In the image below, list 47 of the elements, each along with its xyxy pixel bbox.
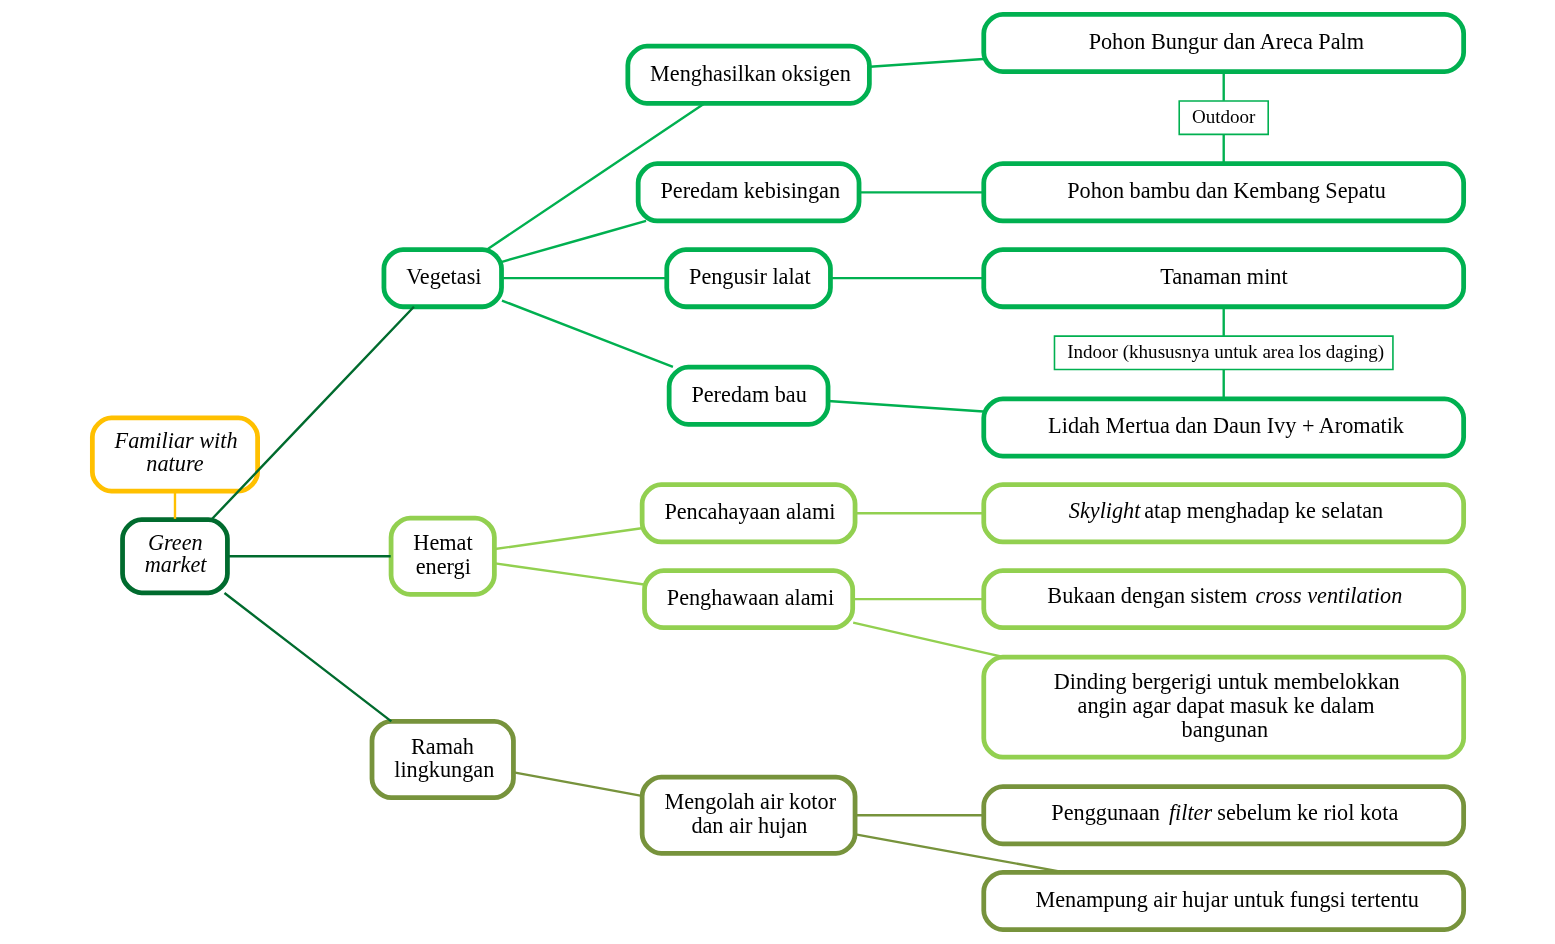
connector	[501, 299, 673, 369]
connector	[1222, 71, 1225, 101]
node-box: Menghasilkan oksigen	[624, 43, 872, 106]
node-box: Pengusir lalat	[663, 247, 833, 310]
node-box: Lidah Mertua dan Daun Ivy + Aromatik	[980, 396, 1466, 459]
node-box: Indoor (khususnya untuk area los daging)	[1053, 335, 1394, 371]
connector	[827, 399, 984, 413]
connector	[855, 512, 983, 515]
connector	[513, 771, 642, 798]
node-box: Peredam kebisingan	[635, 161, 861, 224]
connector	[227, 555, 391, 558]
node-box: Penghawaan alami	[641, 568, 855, 631]
node-box: Ramah lingkungan	[369, 719, 516, 801]
node-box: Tanaman mint	[980, 247, 1466, 310]
node-box: Hemat energi	[388, 515, 497, 597]
node-box: Outdoor	[1177, 100, 1269, 136]
connector	[485, 102, 705, 251]
node-box: Menampung air hujar untuk fungsi tertentu	[980, 870, 1466, 932]
connector	[852, 597, 983, 601]
node-box: Mengolah air kotor dan air hujan	[639, 774, 857, 856]
node-box: Vegetasi	[381, 247, 504, 310]
node-box: Pencahayaan alami	[639, 482, 857, 545]
connector	[494, 527, 642, 551]
connector	[854, 833, 1065, 874]
node-box: Pohon Bungur dan Areca Palm	[980, 12, 1466, 74]
node-box: Penggunaan filter sebelum ke riol kota	[980, 784, 1466, 847]
node-box: Green market	[119, 517, 230, 596]
node-box: Pohon bambu dan Kembang Sepatu	[980, 161, 1466, 224]
connector	[830, 276, 983, 280]
connector	[501, 219, 646, 263]
connector	[501, 276, 667, 280]
connector	[1222, 307, 1225, 336]
node-box: Familiar with nature	[89, 415, 260, 494]
node-box: Dinding bergerigi untuk membelokkan angin agar dapat masuk ke dalam bangunan	[980, 654, 1466, 760]
node-box: Bukaan dengan sistem cross ventilation	[980, 568, 1466, 631]
connector	[494, 562, 644, 586]
connector	[1222, 369, 1225, 399]
connector	[1222, 134, 1225, 164]
node-box: Peredam bau	[666, 364, 830, 427]
connector	[210, 305, 415, 521]
connector	[223, 592, 392, 723]
connector	[869, 57, 983, 68]
connector	[858, 191, 984, 194]
connector	[852, 621, 1003, 659]
connector	[855, 814, 983, 817]
connector	[173, 491, 176, 519]
node-box: Skylight atap menghadap ke selatan	[980, 482, 1466, 545]
